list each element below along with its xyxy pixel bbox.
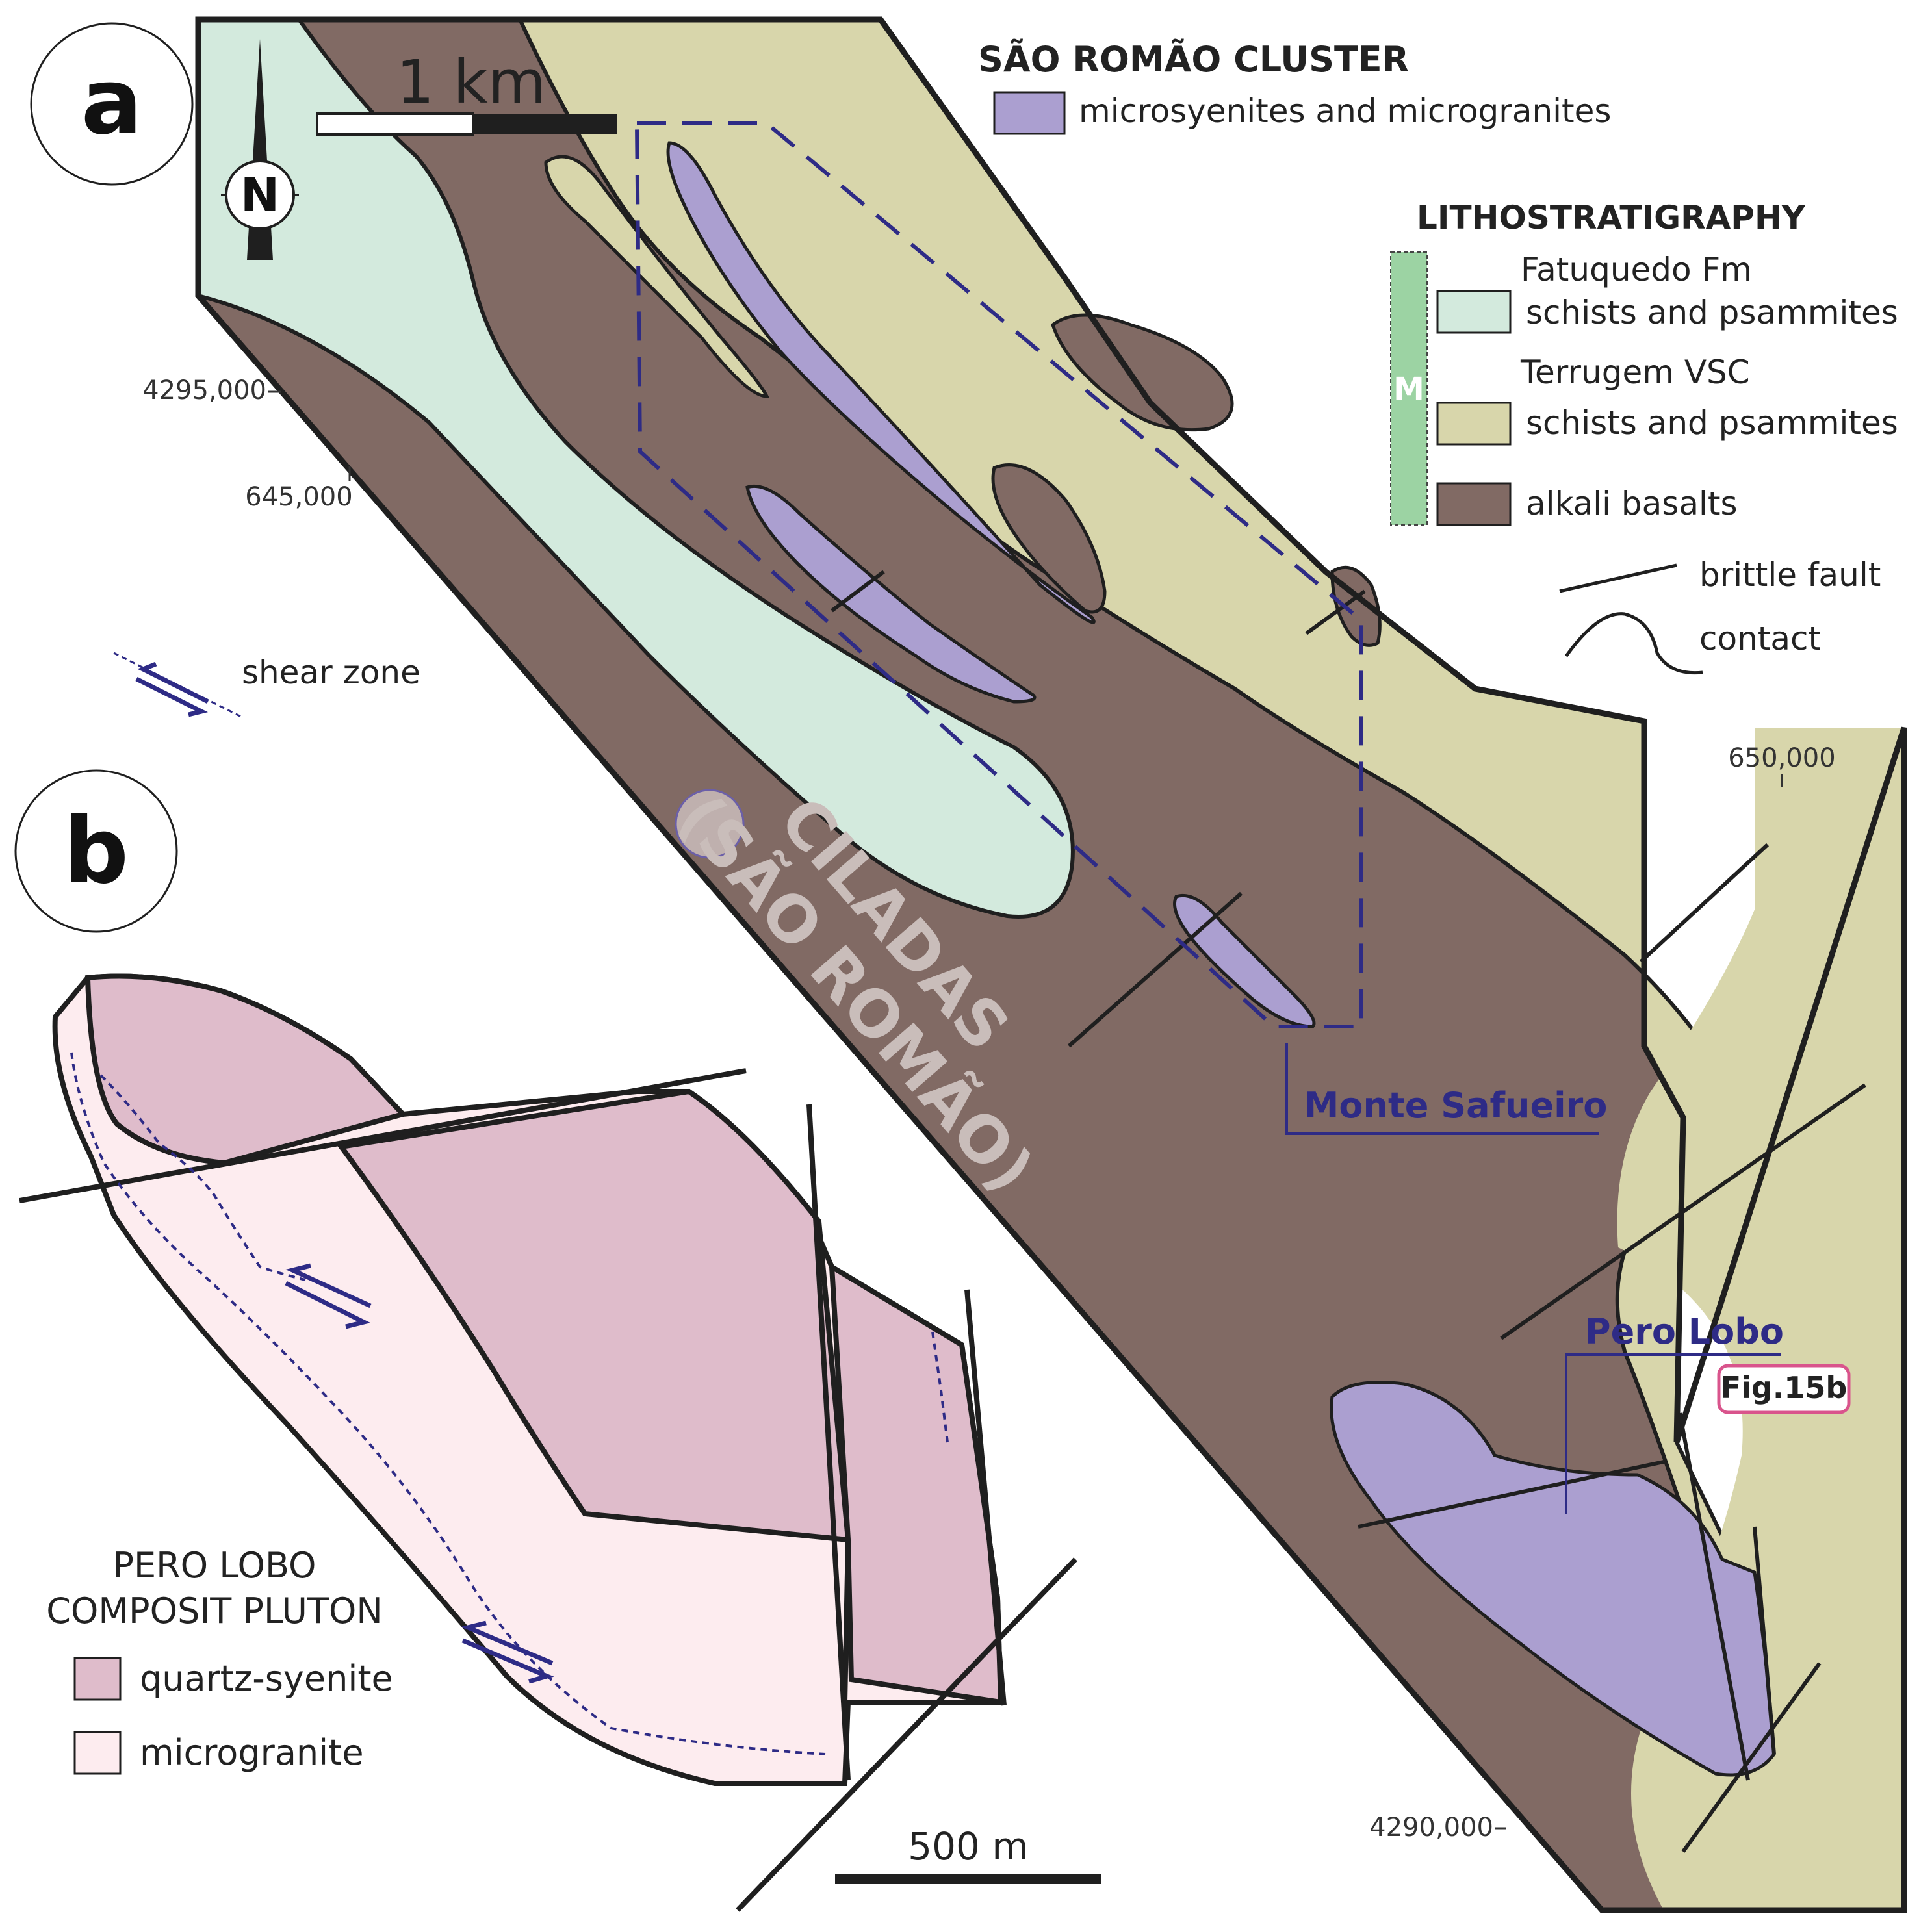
- legend-swatch-terrugem: [1436, 402, 1512, 446]
- monte-safueiro-leader: [1285, 1043, 1599, 1135]
- legend-label-fatuquedo-2: schists and psammites: [1526, 294, 1898, 331]
- legend-swatch-quartz-syenite: [73, 1657, 122, 1701]
- easting-left-label: 645,000: [245, 482, 352, 512]
- legend-label-terrugem-2: schists and psammites: [1526, 404, 1898, 442]
- strat-column: [1390, 251, 1428, 526]
- panel-b-circle: [14, 769, 178, 933]
- monte-safueiro-label: Monte Safueiro: [1304, 1085, 1608, 1126]
- easting-right-label: 650,000: [1728, 743, 1835, 773]
- fig-ref-box[interactable]: [1717, 1364, 1851, 1414]
- northing-bottom-label: 4290,000: [1369, 1813, 1493, 1843]
- fault-5: [1500, 1083, 1866, 1340]
- fault-7: [1678, 1412, 1750, 1781]
- legend-swatch-fatuquedo: [1436, 290, 1512, 334]
- cluster-title: SÃO ROMÃO CLUSTER: [978, 39, 1409, 80]
- shear-zone-trace-3: [931, 1331, 949, 1443]
- scale-bar-a-label: 1 km: [396, 47, 547, 117]
- panel-b-text: b: [64, 798, 129, 904]
- strat-title: LITHOSTRATIGRAPHY: [1417, 199, 1806, 236]
- shear-zone-trace-1: [70, 1052, 826, 1755]
- legend-swatch-microsyenite: [993, 91, 1066, 135]
- fault-3: [1068, 891, 1243, 1048]
- quartz-syenite-unit-upper: [84, 973, 408, 1166]
- scale-bar-b: 500 m: [835, 1824, 1101, 1884]
- legend-label-microsyenite: microsyenites and microgranites: [1079, 92, 1611, 130]
- scale-bar-a-white: [316, 112, 474, 136]
- straight-line-icon: [1559, 563, 1677, 593]
- microsyenite-lens-2: [745, 484, 1037, 704]
- scale-bar-b-bar: [835, 1874, 1101, 1884]
- alkali-basalt-lens-1: [1051, 313, 1234, 432]
- fault-4: [1639, 843, 1770, 963]
- terrugem-vsc-east-unit: [1617, 728, 1904, 1910]
- legend-a: SÃO ROMÃO CLUSTER microsyenites and micr…: [113, 39, 1898, 719]
- legend-label-contact: contact: [1699, 620, 1821, 657]
- shear-zone-dashed-line: [113, 652, 244, 719]
- legend-label-basalt: alkali basalts: [1526, 485, 1738, 522]
- shear-zone-trace-2: [99, 1074, 306, 1281]
- shear-zone-arrow-lower: [135, 676, 209, 717]
- panel-label-a: a: [30, 22, 194, 186]
- north-arrow-label: N: [240, 168, 279, 222]
- panel-b-map: [19, 973, 1077, 1912]
- map-outline: [195, 16, 1907, 1913]
- pero-lobo-leader: [1565, 1353, 1781, 1514]
- panel-a-text: a: [81, 49, 142, 155]
- fault-b-1: [19, 1068, 747, 1203]
- legend-b: PERO LOBO COMPOSIT PLUTON quartz-syenite…: [46, 1545, 393, 1775]
- coordinate-labels: 4295,000 645,000 650,000 4290,000: [142, 376, 1836, 1843]
- fault-b-4: [736, 1557, 1077, 1912]
- shear-arrow-b-upper-icon: [285, 1263, 372, 1329]
- north-arrow-circle: [225, 160, 295, 230]
- terrugem-vsc-lens: [544, 155, 770, 398]
- legend-label-microgranite: microgranite: [140, 1732, 364, 1773]
- legend-label-fatuquedo-1: Fatuquedo Fm: [1521, 251, 1752, 288]
- scale-bar-b-label: 500 m: [908, 1824, 1029, 1869]
- fatuquedo-formation-unit: [196, 18, 1075, 919]
- fault-8: [1753, 1526, 1776, 1755]
- north-arrow-icon: N: [221, 39, 299, 260]
- fault-6: [1358, 1460, 1664, 1529]
- fig-ref-label[interactable]: Fig.15b: [1721, 1370, 1848, 1405]
- quartz-syenite-unit-east: [829, 1262, 1004, 1705]
- fault-2: [1305, 589, 1366, 635]
- panel-label-b: b: [14, 769, 178, 933]
- shear-zone-icon: [113, 652, 244, 719]
- panel-b-faults: [19, 1068, 1077, 1912]
- panel-a-circle: [30, 22, 194, 186]
- fault-1: [831, 570, 885, 613]
- alkali-basalt-lens-2: [991, 463, 1107, 614]
- strat-column-label: M: [1393, 371, 1424, 407]
- shear-zone-arrow-upper: [137, 661, 209, 704]
- fault-b-2: [806, 1104, 851, 1781]
- legend-label-fault: brittle fault: [1699, 556, 1881, 594]
- pero-lobo-label: Pero Lobo: [1585, 1311, 1784, 1352]
- monte-safueiro-outline: [634, 121, 1363, 1028]
- northing-top-label: 4295,000: [142, 376, 266, 405]
- quartz-syenite-unit-middle: [336, 1088, 851, 1703]
- fault-9: [1681, 1662, 1822, 1853]
- scale-bar-a: 1 km: [316, 47, 617, 136]
- legend-b-title-2: COMPOSIT PLUTON: [46, 1590, 383, 1631]
- legend-swatch-basalt: [1436, 482, 1512, 526]
- scale-bar-a-black: [473, 114, 617, 134]
- legend-label-terrugem-1: Terrugem VSC: [1520, 353, 1750, 391]
- legend-b-title-1: PERO LOBO: [112, 1545, 316, 1586]
- panel-a-map: [195, 16, 1907, 1913]
- microsyenite-lens-1: [666, 141, 1096, 624]
- brittle-faults: [831, 570, 1866, 1853]
- curved-line-icon: [1564, 612, 1703, 675]
- shear-arrow-b-lower-icon: [460, 1620, 554, 1684]
- legend-label-shear-zone: shear zone: [242, 654, 420, 691]
- legend-swatch-microgranite: [73, 1731, 122, 1775]
- ciladas-location-marker: [675, 789, 745, 859]
- legend-label-quartz-syenite: quartz-syenite: [140, 1658, 393, 1699]
